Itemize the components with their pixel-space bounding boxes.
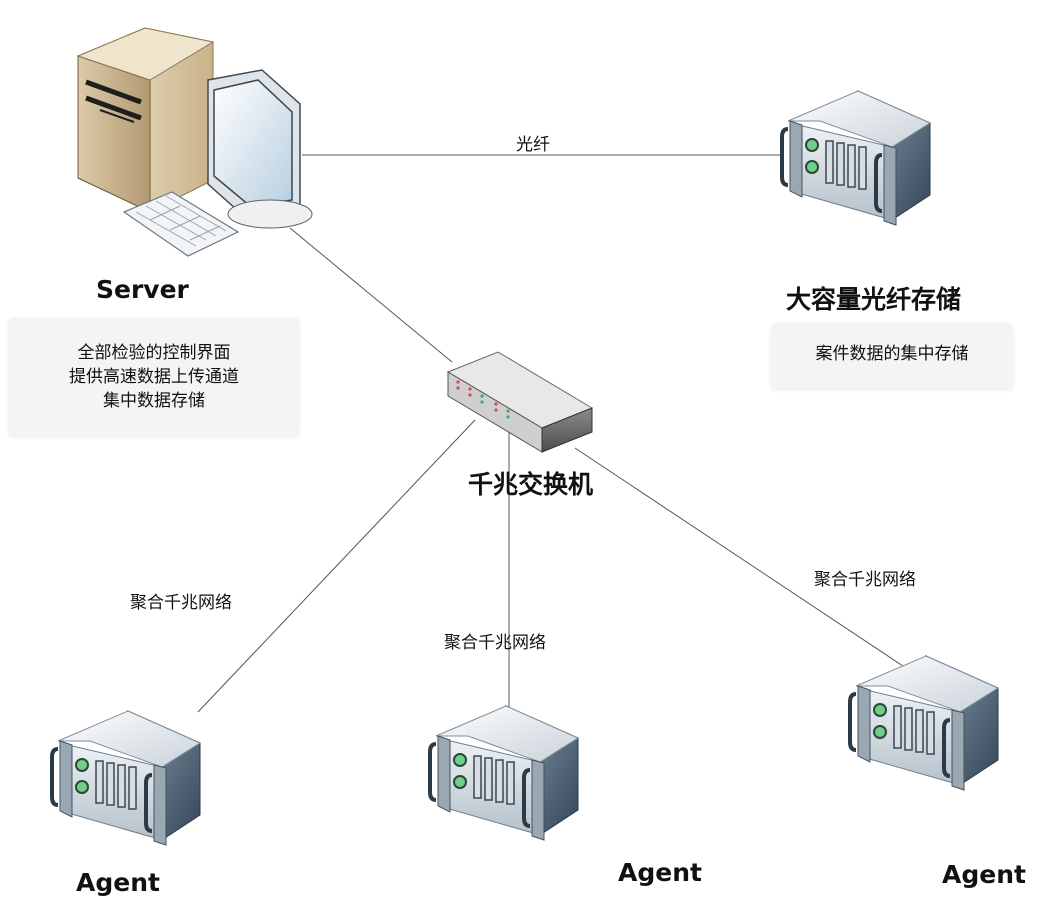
fiber-link-label: 光纤 <box>516 135 550 155</box>
storage-note-line: 案件数据的集中存储 <box>815 344 969 364</box>
storage-title: 大容量光纤存储 <box>786 285 962 314</box>
switch-agent-left-link <box>197 419 476 713</box>
agent-center-title: Agent <box>618 858 702 887</box>
switch-icon <box>446 351 594 453</box>
agent-right-icon <box>848 654 1000 792</box>
agent-left-title: Agent <box>76 868 160 897</box>
connection-lines <box>197 154 913 718</box>
server-note-line: 提供高速数据上传通道 <box>69 367 239 387</box>
server-note: 全部检验的控制界面 提供高速数据上传通道 集中数据存储 <box>10 320 298 436</box>
server-workstation-icon <box>76 27 313 257</box>
storage-array-icon <box>780 89 932 227</box>
aggregate-link-label-right: 聚合千兆网络 <box>814 570 916 590</box>
server-title: Server <box>96 275 189 304</box>
agent-left-icon <box>50 709 202 847</box>
switch-agent-right-link <box>574 447 913 673</box>
agent-right-title: Agent <box>942 860 1026 889</box>
server-note-line: 集中数据存储 <box>103 391 205 411</box>
storage-note: 案件数据的集中存储 <box>772 325 1012 389</box>
server-note-line: 全部检验的控制界面 <box>77 343 231 363</box>
agent-center-icon <box>428 704 580 842</box>
aggregate-link-label-left: 聚合千兆网络 <box>130 593 232 613</box>
aggregate-link-label-center: 聚合千兆网络 <box>444 633 546 653</box>
switch-title: 千兆交换机 <box>468 470 594 499</box>
server-switch-link <box>289 227 453 363</box>
